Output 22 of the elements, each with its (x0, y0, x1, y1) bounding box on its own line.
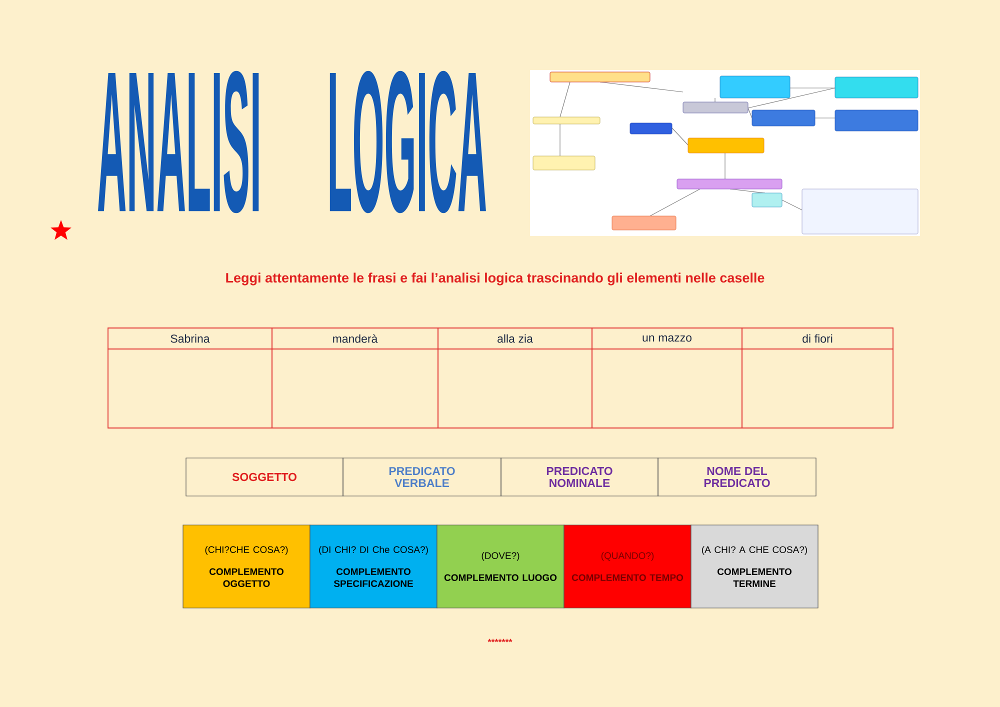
complement-card: (CHI?CHE COSA?) COMPLEMENTO OGGETTO (182, 524, 310, 608)
answer-box (272, 348, 438, 428)
instruction-text: Leggi attentamente le frasi e fai l’analisi logica trascinando gli elementi nelle caselle (226, 272, 764, 286)
category-card: SOGGETTO (186, 458, 344, 496)
word-cell: un mazzo (592, 328, 742, 350)
complement-card: (DI CHI? DI Che COSA?) COMPLEMENTO SPECIFICAZIONE (310, 524, 438, 608)
answer-box (592, 348, 742, 428)
category-card: NOME DEL PREDICATO (658, 458, 816, 496)
word-cell: alla zia (438, 328, 592, 350)
category-card: PREDICATO NOMINALE (500, 458, 658, 496)
answer-box (438, 348, 592, 428)
complement-card: (QUANDO?) COMPLEMENTO TEMPO (564, 524, 692, 608)
asterisk-row: ******* (488, 638, 512, 642)
word-art-title: ANALISI LOGICA (98, 70, 486, 214)
category-card: PREDICATO VERBALE (342, 458, 502, 496)
word-cell: manderà (272, 328, 438, 350)
answer-box (742, 348, 894, 428)
complement-card: (DOVE?) COMPLEMENTO LUOGO (436, 524, 564, 608)
word-cell: Sabrina (108, 328, 272, 350)
word-cell: di fiori (742, 328, 894, 350)
answer-box (108, 348, 272, 428)
complement-card: (A CHI? A CHE COSA?) COMPLEMENTO TERMINE (690, 524, 818, 608)
